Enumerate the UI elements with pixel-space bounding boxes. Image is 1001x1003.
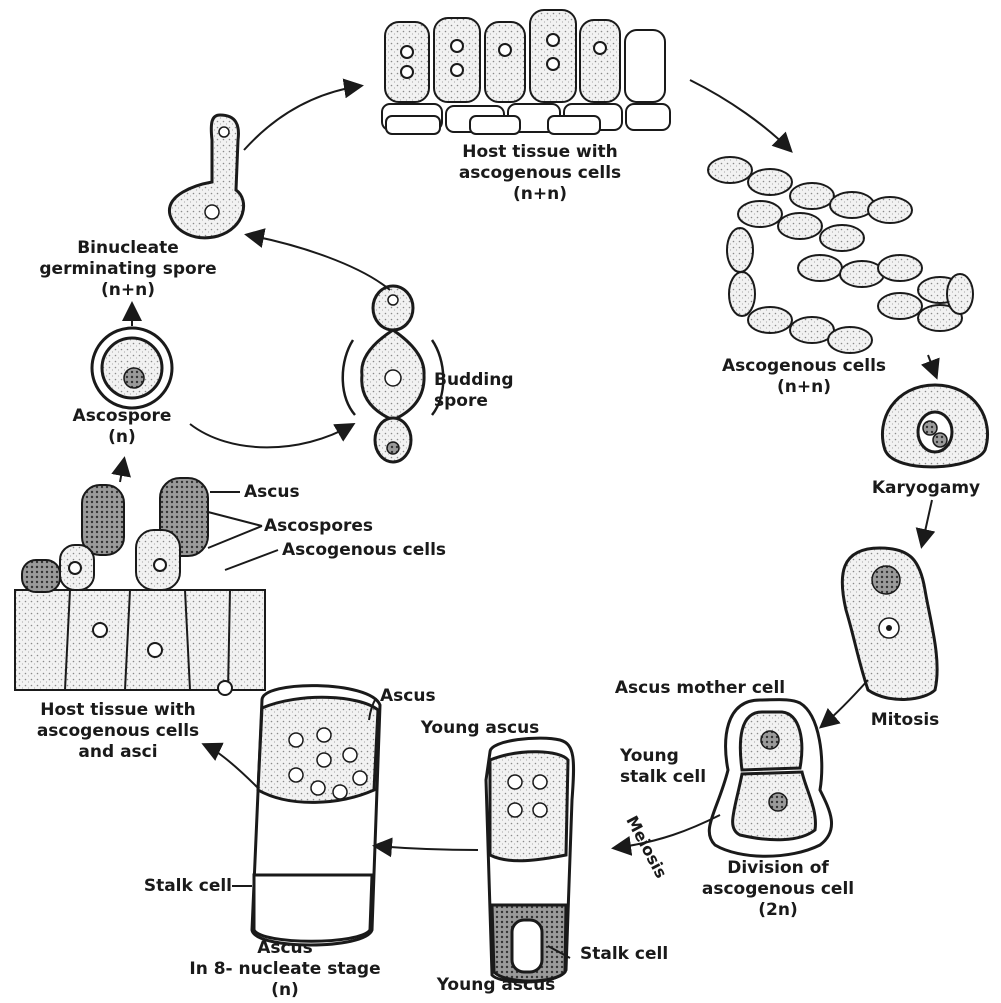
host-tissue-asci-label: Host tissue with ascogenous cells and as…	[37, 700, 199, 763]
label-line: (n+n)	[722, 377, 886, 398]
young-ascus-top-label: Young ascus	[421, 718, 540, 739]
ascus-left-label: Ascus	[244, 482, 300, 503]
ascospore-label: Ascospore (n)	[73, 406, 172, 448]
label-line: (n+n)	[459, 184, 621, 205]
label-line: In 8- nucleate stage	[189, 959, 380, 980]
division-drawing	[709, 700, 831, 857]
label-line: Division of	[702, 858, 854, 879]
ascus-8-nucleate-drawing	[252, 686, 380, 945]
host-tissue-label: Host tissue with ascogenous cells (n+n)	[459, 142, 621, 205]
ascogenous-cells-drawing	[708, 157, 973, 353]
binucleate-label: Binucleate germinating spore (n+n)	[39, 238, 216, 301]
stalk-cell-left-label: Stalk cell	[144, 876, 232, 897]
label-line: (n)	[73, 427, 172, 448]
label-line: Host tissue with	[37, 700, 199, 721]
germinating-spore-drawing	[169, 115, 243, 238]
ascus-8-stage-label: Ascus In 8- nucleate stage (n)	[189, 938, 380, 1001]
ascogenous-cells-label: Ascogenous cells (n+n)	[722, 356, 886, 398]
label-line: spore	[434, 391, 514, 412]
label-line: ascogenous cells	[459, 163, 621, 184]
label-line: Host tissue with	[459, 142, 621, 163]
young-stalk-cell-label: Young stalk cell	[620, 746, 706, 788]
budding-spore-label: Budding spore	[434, 370, 514, 412]
label-line: (2n)	[702, 900, 854, 921]
host-tissue-asci-drawing	[15, 478, 265, 695]
ascospore-drawing	[92, 328, 172, 408]
mitosis-drawing	[842, 548, 937, 699]
label-line: germinating spore	[39, 259, 216, 280]
label-line: ascogenous cell	[702, 879, 854, 900]
ascogenous-cells-left-label: Ascogenous cells	[282, 540, 446, 561]
mitosis-label: Mitosis	[871, 710, 940, 731]
young-ascus-bottom-label: Young ascus	[437, 975, 556, 996]
label-line: Binucleate	[39, 238, 216, 259]
ascus-mother-cell-label: Ascus mother cell	[615, 678, 785, 699]
label-line: (n+n)	[39, 280, 216, 301]
label-line: stalk cell	[620, 767, 706, 788]
division-label: Division of ascogenous cell (2n)	[702, 858, 854, 921]
young-ascus-drawing	[486, 738, 574, 982]
budding-spore-drawing	[343, 286, 444, 462]
label-line: (n)	[189, 980, 380, 1001]
ascospores-label: Ascospores	[264, 516, 373, 537]
label-line: ascogenous cells	[37, 721, 199, 742]
stalk-cell-right-label: Stalk cell	[580, 944, 668, 965]
karyogamy-drawing	[882, 385, 987, 467]
label-line: and asci	[37, 742, 199, 763]
label-line: Ascus	[189, 938, 380, 959]
host-tissue-drawing	[382, 10, 670, 134]
label-line: Ascospore	[73, 406, 172, 427]
karyogamy-label: Karyogamy	[872, 478, 980, 499]
label-line: Young	[620, 746, 706, 767]
label-line: Ascogenous cells	[722, 356, 886, 377]
ascus-8-label: Ascus	[380, 686, 436, 707]
label-line: Budding	[434, 370, 514, 391]
